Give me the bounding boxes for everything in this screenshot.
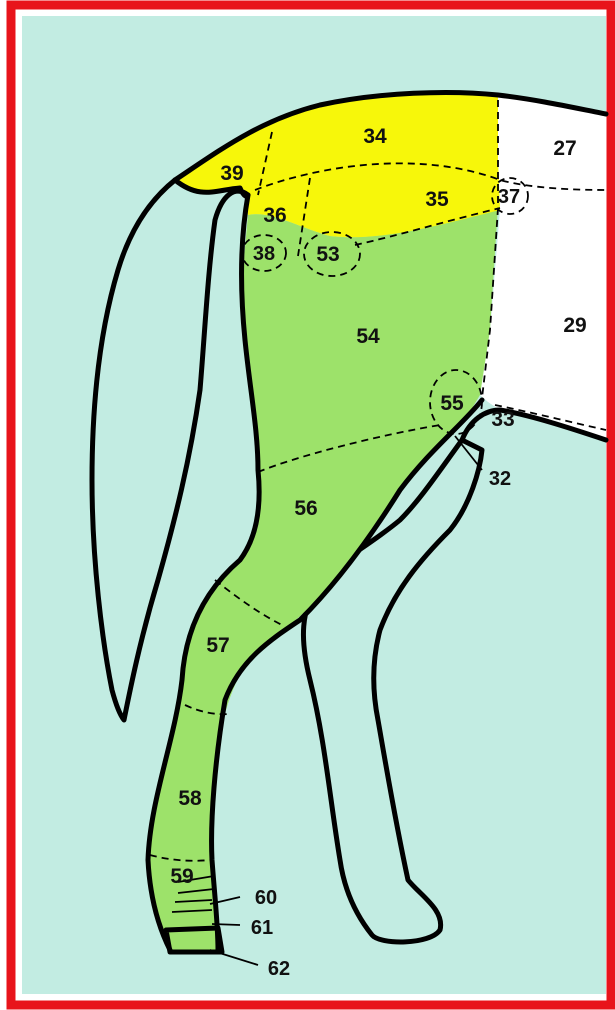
region-label-54: 54 [356,325,380,348]
region-label-32: 32 [489,468,511,490]
region-label-27: 27 [553,137,576,160]
region-label-55: 55 [440,392,464,415]
region-label-29: 29 [563,314,586,337]
region-label-33: 33 [491,408,514,431]
region-label-59: 59 [170,865,193,888]
region-label-34: 34 [363,125,387,148]
region-label-35: 35 [425,188,449,211]
region-label-61: 61 [251,917,273,939]
arrow-61 [212,924,240,925]
region-label-58: 58 [178,787,202,810]
region-label-56: 56 [294,497,317,520]
region-label-36: 36 [263,204,286,227]
region-label-57: 57 [206,634,229,657]
region-label-53: 53 [316,243,339,266]
region-label-39: 39 [220,162,243,185]
region-label-37: 37 [498,186,520,208]
region-label-62: 62 [268,958,290,980]
region-label-60: 60 [255,887,277,909]
body-white-area [480,95,606,440]
region-label-38: 38 [253,243,275,265]
